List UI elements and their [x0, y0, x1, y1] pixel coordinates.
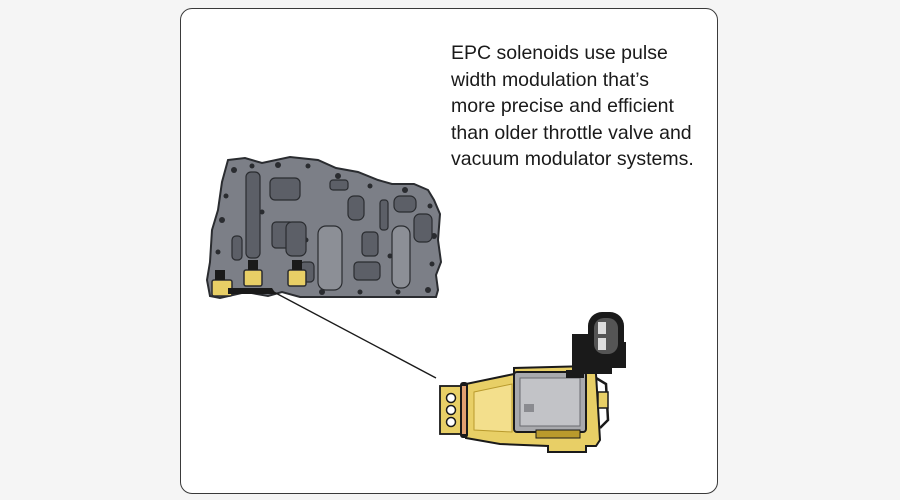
callout-leader-line — [269, 289, 437, 379]
valve-body-illustration — [205, 155, 443, 300]
hydraulic-port-end — [439, 382, 468, 438]
electrical-connector — [566, 312, 626, 378]
mounted-solenoids — [211, 260, 307, 297]
valve-passages — [231, 171, 433, 291]
caption-text: EPC solenoids use pulse width modulation… — [451, 42, 694, 170]
epc-solenoid-illustration — [439, 312, 626, 453]
